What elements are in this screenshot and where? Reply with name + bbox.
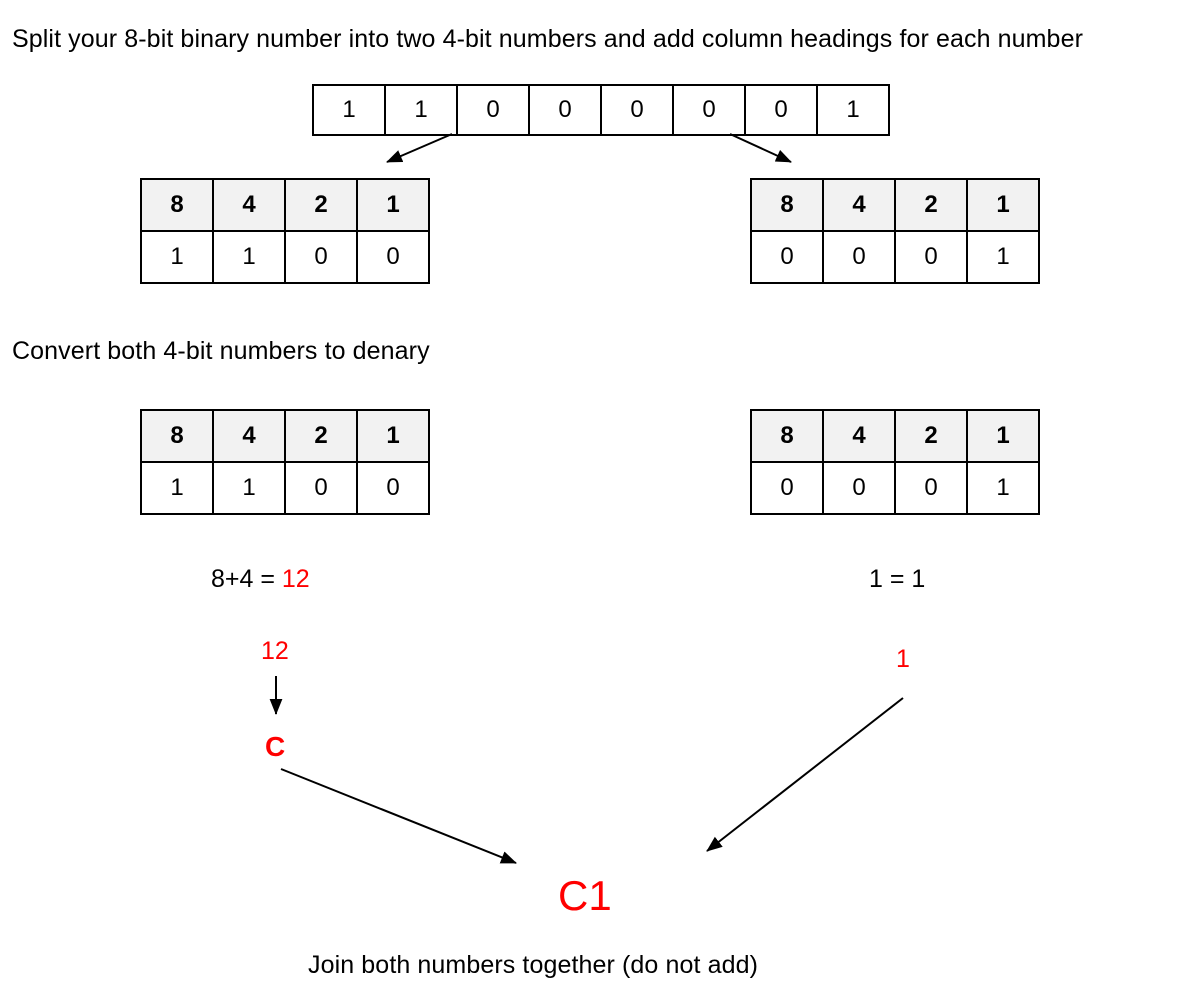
- split-right-heading-1: 1: [966, 178, 1040, 232]
- split-left-nibble-table: 8 4 2 1 1 1 0 0: [140, 178, 430, 284]
- byte-cell-6: 0: [744, 84, 818, 136]
- convert-right-heading-2: 2: [894, 409, 968, 463]
- split-left-heading-8: 8: [140, 178, 214, 232]
- final-instruction-text: Join both numbers together (do not add): [308, 951, 759, 979]
- right-sum-operands: 1 = 1: [869, 565, 926, 593]
- convert-left-heading-4: 4: [212, 409, 286, 463]
- split-right-bit-1: 0: [822, 230, 896, 284]
- split-right-heading-8: 8: [750, 178, 824, 232]
- convert-left-bit-3: 0: [356, 461, 430, 515]
- convert-left-heading-1: 1: [356, 409, 430, 463]
- left-denary-value: 12: [261, 637, 289, 665]
- convert-left-heading-8: 8: [140, 409, 214, 463]
- arrow-byte-to-left-nibble: [386, 133, 453, 163]
- left-sum-operands: 8+4 =: [211, 565, 282, 593]
- byte-row: 1 1 0 0 0 0 0 1: [312, 84, 890, 136]
- left-sum-result: 12: [281, 565, 310, 593]
- split-right-bit-row: 0 0 0 1: [750, 230, 1040, 284]
- right-denary-value: 1: [896, 645, 910, 673]
- arrow-byte-to-right-nibble: [729, 133, 792, 163]
- convert-right-heading-1: 1: [966, 409, 1040, 463]
- split-right-bit-0: 0: [750, 230, 824, 284]
- convert-right-bit-row: 0 0 0 1: [750, 461, 1040, 515]
- byte-cell-3: 0: [528, 84, 602, 136]
- split-left-bit-2: 0: [284, 230, 358, 284]
- split-left-bit-3: 0: [356, 230, 430, 284]
- convert-left-bit-2: 0: [284, 461, 358, 515]
- convert-right-bit-0: 0: [750, 461, 824, 515]
- step2-instruction-text: Convert both 4-bit numbers to denary: [12, 337, 430, 365]
- split-left-heading-row: 8 4 2 1: [140, 178, 430, 232]
- arrow-right-hex-to-result: [706, 697, 904, 852]
- step1-instruction-text: Split your 8-bit binary number into two …: [12, 25, 1083, 53]
- split-right-heading-row: 8 4 2 1: [750, 178, 1040, 232]
- byte-cell-0: 1: [312, 84, 386, 136]
- split-left-bit-row: 1 1 0 0: [140, 230, 430, 284]
- left-hex-digit: C: [265, 731, 286, 762]
- split-left-heading-2: 2: [284, 178, 358, 232]
- convert-left-bit-1: 1: [212, 461, 286, 515]
- split-left-bit-1: 1: [212, 230, 286, 284]
- convert-right-heading-8: 8: [750, 409, 824, 463]
- byte-cell-5: 0: [672, 84, 746, 136]
- convert-right-bit-2: 0: [894, 461, 968, 515]
- split-right-bit-2: 0: [894, 230, 968, 284]
- byte-cell-1: 1: [384, 84, 458, 136]
- convert-left-heading-row: 8 4 2 1: [140, 409, 430, 463]
- convert-left-bit-row: 1 1 0 0: [140, 461, 430, 515]
- convert-left-bit-0: 1: [140, 461, 214, 515]
- left-sum-expression: 8+4 = 12: [211, 565, 310, 594]
- split-right-heading-2: 2: [894, 178, 968, 232]
- convert-right-nibble-table: 8 4 2 1 0 0 0 1: [750, 409, 1040, 515]
- convert-right-heading-4: 4: [822, 409, 896, 463]
- byte-table: 1 1 0 0 0 0 0 1: [312, 84, 890, 136]
- convert-right-bit-1: 0: [822, 461, 896, 515]
- split-right-bit-3: 1: [966, 230, 1040, 284]
- split-left-heading-4: 4: [212, 178, 286, 232]
- convert-left-nibble-table: 8 4 2 1 1 1 0 0: [140, 409, 430, 515]
- split-left-bit-0: 1: [140, 230, 214, 284]
- byte-cell-2: 0: [456, 84, 530, 136]
- right-sum-expression: 1 = 1: [869, 565, 925, 594]
- split-right-nibble-table: 8 4 2 1 0 0 0 1: [750, 178, 1040, 284]
- byte-cell-4: 0: [600, 84, 674, 136]
- final-hex-value: C1: [558, 872, 612, 919]
- split-right-heading-4: 4: [822, 178, 896, 232]
- convert-right-bit-3: 1: [966, 461, 1040, 515]
- convert-right-heading-row: 8 4 2 1: [750, 409, 1040, 463]
- split-left-heading-1: 1: [356, 178, 430, 232]
- arrow-left-hex-to-result: [280, 768, 517, 864]
- convert-left-heading-2: 2: [284, 409, 358, 463]
- byte-cell-7: 1: [816, 84, 890, 136]
